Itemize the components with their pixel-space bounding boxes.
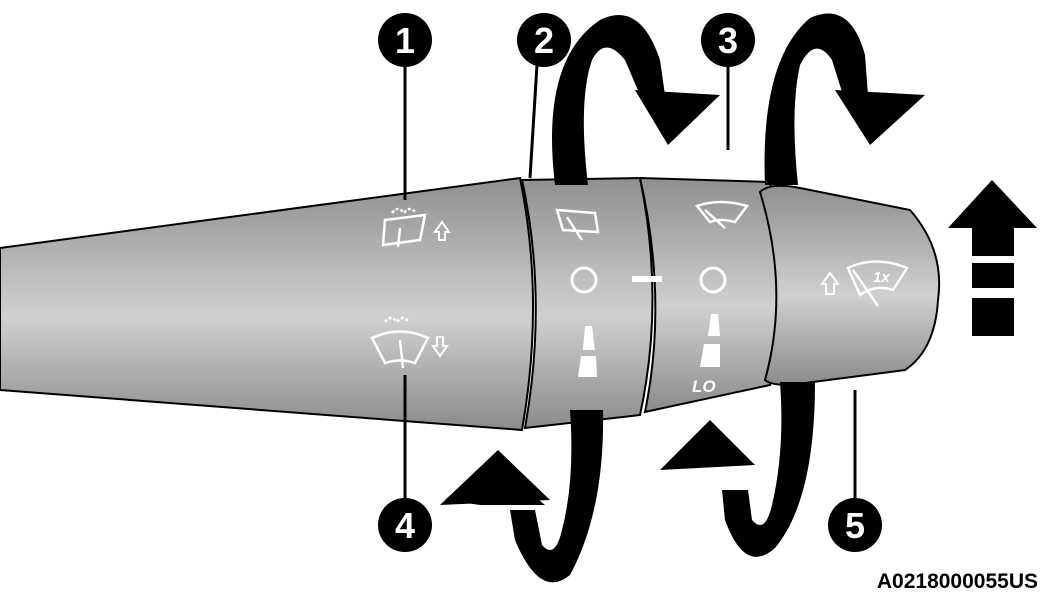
rotation-arrow-front-up bbox=[552, 15, 720, 185]
mist-wiper-icon bbox=[846, 260, 909, 307]
speed-indicator-icon-2 bbox=[700, 314, 720, 367]
callout-3: 3 bbox=[701, 13, 755, 67]
svg-text:2: 2 bbox=[534, 20, 554, 61]
lo-label: LO bbox=[692, 377, 716, 396]
rear-washer-icon bbox=[381, 207, 427, 248]
mist-arrow-up-icon bbox=[820, 271, 840, 295]
callout-1: 1 bbox=[378, 13, 432, 67]
ring-separator-mark bbox=[632, 276, 662, 282]
push-direction-icon bbox=[948, 180, 1037, 336]
off-position-icon bbox=[570, 266, 598, 294]
front-washer-icon bbox=[370, 316, 430, 369]
callout-2: 2 bbox=[517, 13, 571, 67]
leader-lines bbox=[403, 64, 857, 500]
arrow-down-icon bbox=[431, 336, 449, 358]
arrow-up-icon bbox=[433, 220, 451, 241]
rear-wiper-icon bbox=[694, 200, 750, 229]
svg-text:3: 3 bbox=[718, 20, 738, 61]
figure-id: A0218000055US bbox=[876, 570, 1038, 593]
speed-indicator-icon bbox=[578, 326, 597, 377]
svg-text:5: 5 bbox=[845, 505, 865, 546]
callout-4: 4 bbox=[378, 498, 432, 552]
front-wiper-ring[interactable] bbox=[520, 176, 654, 430]
off-position-icon-2 bbox=[699, 266, 727, 294]
rotation-arrow-rear-up bbox=[764, 13, 925, 185]
rotation-arrow-rear-down bbox=[660, 382, 815, 557]
intermittent-wiper-icon bbox=[555, 208, 600, 241]
stalk-end-cap[interactable] bbox=[758, 184, 941, 387]
stalk-body bbox=[0, 176, 534, 432]
rotation-arrow-front-down bbox=[440, 410, 604, 583]
one-time-label: 1x bbox=[873, 269, 890, 286]
svg-text:1: 1 bbox=[395, 20, 415, 61]
callout-5: 5 bbox=[828, 498, 882, 552]
svg-text:4: 4 bbox=[395, 505, 415, 546]
